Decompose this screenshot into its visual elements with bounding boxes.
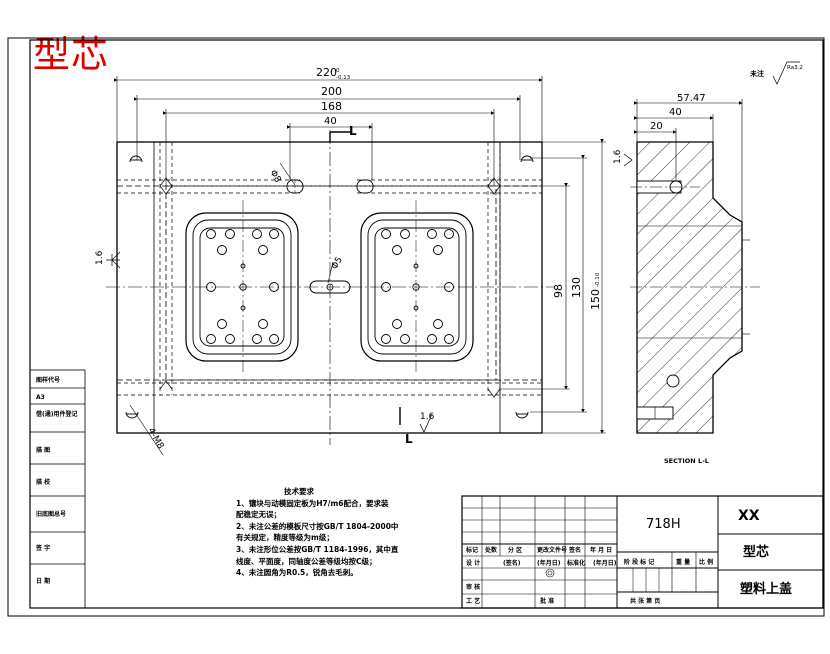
tb-header-1: 处数 [484, 546, 498, 554]
dim-220: 220 [316, 66, 337, 79]
tb-standard: 标准化 [566, 559, 585, 567]
tech-item-5: 线度、平面度，同轴度公差等级均按C级； [236, 556, 377, 566]
section-view [630, 99, 760, 434]
left-label-7: 描 图 [36, 446, 50, 454]
dim-220-tol-upper: 0 [336, 68, 340, 74]
left-label-2: 借(通)用件登记 [35, 410, 78, 418]
left-label-0: 图样代号 [36, 376, 60, 384]
tech-item-0: 1、镶块与动模固定板为H7/m6配合，要求装 [236, 498, 389, 508]
dim-m8: 4-M8 [145, 427, 165, 452]
tech-item-3: 有关规定，精度等级为m级； [236, 533, 334, 543]
roughness-3: 1.6 [613, 149, 623, 164]
dim-98: 98 [552, 284, 565, 298]
tb-header-0: 标记 [465, 546, 478, 554]
tb-material: 718H [646, 517, 681, 532]
tb-header-3: 更改文件号 [537, 546, 567, 554]
tech-requirements: 技术要求 1、镶块与动模固定板为H7/m6配合，要求装 配稳定无误； 2、未注公… [236, 486, 436, 579]
dimension-lines [114, 76, 606, 456]
tech-item-1: 配稳定无误； [236, 510, 281, 520]
tech-item-4: 3、未注形位公差按GB/T 1184-1996，其中直 [236, 544, 399, 554]
dim-phi5: Φ5 [330, 255, 345, 271]
roughness-value: Ra3.2 [787, 65, 803, 71]
roughness-symbols [106, 61, 800, 433]
tb-design-date: (年月日) [537, 559, 561, 567]
section-label: SECTION L-L [664, 457, 709, 465]
dim-40-section: 40 [669, 107, 682, 118]
left-margin-table [29, 369, 86, 609]
dim-168: 168 [321, 100, 342, 113]
left-label-3: 旧底图总号 [36, 510, 66, 518]
dim-40: 40 [324, 116, 337, 127]
tech-title: 技术要求 [284, 487, 314, 496]
dim-phi8: Φ8 [267, 169, 282, 185]
dim-20: 20 [650, 121, 663, 132]
left-label-5: 签 字 [35, 544, 50, 552]
plan-view [106, 130, 555, 445]
section-mark-bottom: L [405, 432, 413, 446]
tb-header-2: 分 区 [508, 546, 522, 554]
inner-frame [29, 39, 824, 609]
cavity-holes [206, 229, 454, 344]
section-mark-top: L [349, 124, 357, 138]
watermark-text: 型芯 [33, 33, 109, 76]
left-label-1: A3 [36, 394, 45, 401]
dim-220-tol-lower: -0.13 [336, 75, 351, 81]
dim-57-47: 57.47 [677, 93, 706, 104]
tb-weight: 重 量 [676, 558, 690, 566]
tb-stage: 阶 段 标 记 [624, 558, 654, 566]
tb-part-name: 型芯 [743, 544, 769, 560]
roughness-prefix: 未注 [750, 69, 764, 78]
tb-product: 塑料上盖 [740, 581, 792, 597]
tb-scale: 比 例 [699, 558, 713, 566]
tb-design-sign: (签名) [503, 559, 521, 567]
dim-130: 130 [570, 277, 583, 298]
tb-process: 工 艺 [466, 597, 480, 605]
roughness-1: 1.6 [95, 250, 105, 265]
tech-item-6: 4、未注圆角为R0.5，锐角去毛刺。 [236, 568, 358, 578]
tb-approve: 批 准 [540, 597, 554, 605]
tech-item-2: 2、未注公差的模板尺寸按GB/T 1804-2000中 [236, 521, 399, 531]
tb-design: 设 计 [466, 559, 480, 567]
roughness-2: 1.6 [420, 412, 435, 422]
outer-frame [7, 37, 825, 617]
tb-header-5: 年 月 日 [590, 546, 612, 554]
title-block [461, 495, 824, 609]
tb-check: 审 核 [466, 583, 480, 591]
tb-header-4: 签名 [568, 546, 581, 554]
dim-200: 200 [321, 85, 342, 98]
tb-sheets: 共 张 第 页 [630, 597, 660, 605]
tb-standard-date: (年月日) [593, 559, 617, 567]
dim-150-tol: -0.10 [595, 272, 601, 287]
tb-company: XX [738, 508, 760, 524]
left-label-6: 日 期 [36, 577, 50, 585]
dim-150: 150 [589, 289, 602, 310]
left-label-8: 描 校 [36, 478, 51, 486]
